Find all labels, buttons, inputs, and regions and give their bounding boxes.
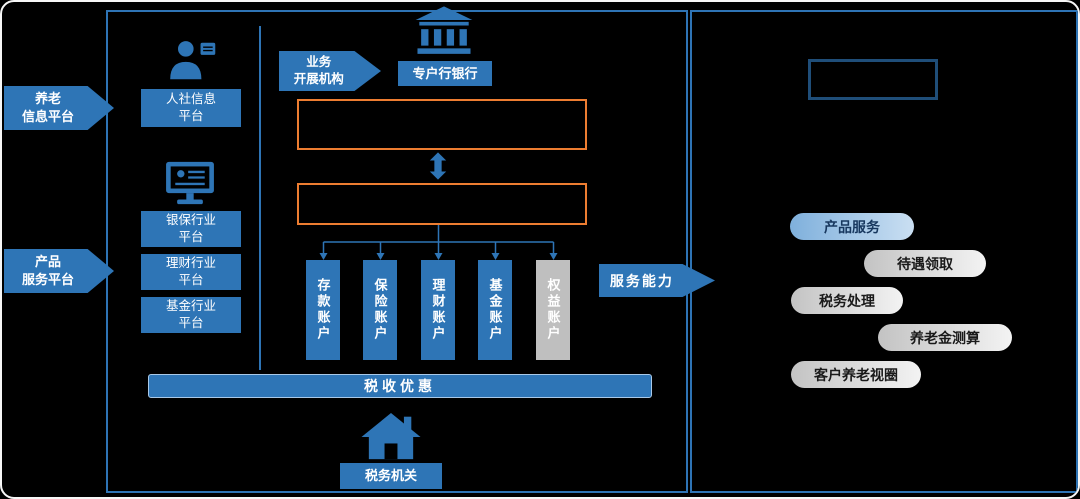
pill-pension-calculation: 养老金测算 <box>878 324 1012 351</box>
pill-tax-processing: 税务处理 <box>791 287 903 314</box>
label-line-1: 基金行业 <box>165 299 216 314</box>
orange-box-bottom <box>297 183 587 225</box>
insurance-account-box: 保险账户 <box>363 260 397 360</box>
tax-benefit-bar: 税收优惠 <box>148 374 652 398</box>
connector-lines <box>319 225 558 260</box>
pill-customer-pension-view: 客户养老视圈 <box>791 361 921 388</box>
product-service-platform-arrow: 产品 服务平台 <box>4 249 114 293</box>
right-title-box <box>808 59 938 100</box>
product-service-platform-label: 产品 服务平台 <box>4 253 92 288</box>
fund-account-box: 基金账户 <box>478 260 512 360</box>
fund-industry-platform-box: 基金行业 平台 <box>141 297 241 333</box>
tax-authority-text: 税务机关 <box>364 468 417 484</box>
label-line-1: 养老 <box>34 91 61 107</box>
person-icon <box>170 41 216 80</box>
business-development-label: 业务 开展机构 <box>279 54 359 88</box>
service-capability-label: 服务能力 <box>609 272 674 289</box>
orange-box-top <box>297 99 587 150</box>
label-line-1: 银保行业 <box>165 213 216 228</box>
panel-divider <box>259 26 261 370</box>
bank-insurance-platform-box: 银保行业 平台 <box>141 211 241 247</box>
double-vertical-arrow-icon <box>429 152 447 180</box>
label-line-2: 平台 <box>178 273 204 287</box>
pension-info-platform-arrow: 养老 信息平台 <box>4 86 114 130</box>
bank-label-text: 专户行银行 <box>412 65 478 81</box>
wealth-account-box: 理财账户 <box>421 260 455 360</box>
dedicated-bank-box: 专户行银行 <box>398 61 492 86</box>
deposit-account-box: 存款账户 <box>306 260 340 360</box>
label-line-2: 信息平台 <box>21 109 74 124</box>
label-line-2: 平台 <box>178 316 204 330</box>
label-line-2: 平台 <box>178 109 204 123</box>
equity-account-box: 权益账户 <box>536 260 570 360</box>
bank-building-icon <box>415 6 473 54</box>
house-icon <box>361 413 421 460</box>
social-info-platform-box: 人社信息 平台 <box>141 89 241 127</box>
monitor-icon <box>166 161 214 205</box>
label-line-1: 业务 <box>306 55 332 70</box>
business-development-arrow: 业务 开展机构 <box>279 51 381 91</box>
pill-product-service: 产品服务 <box>790 213 914 240</box>
wealth-industry-platform-box: 理财行业 平台 <box>141 254 241 290</box>
label-line-2: 服务平台 <box>21 272 74 287</box>
label-line-1: 理财行业 <box>165 256 216 271</box>
label-line-2: 开展机构 <box>293 72 344 86</box>
pension-info-platform-label: 养老 信息平台 <box>4 90 92 125</box>
label-line-2: 平台 <box>178 230 204 244</box>
label-line-1: 产品 <box>34 254 61 270</box>
label-line-1: 人社信息 <box>165 92 216 107</box>
pill-benefit-collection: 待遇领取 <box>864 250 986 277</box>
tax-authority-box: 税务机关 <box>340 463 442 489</box>
